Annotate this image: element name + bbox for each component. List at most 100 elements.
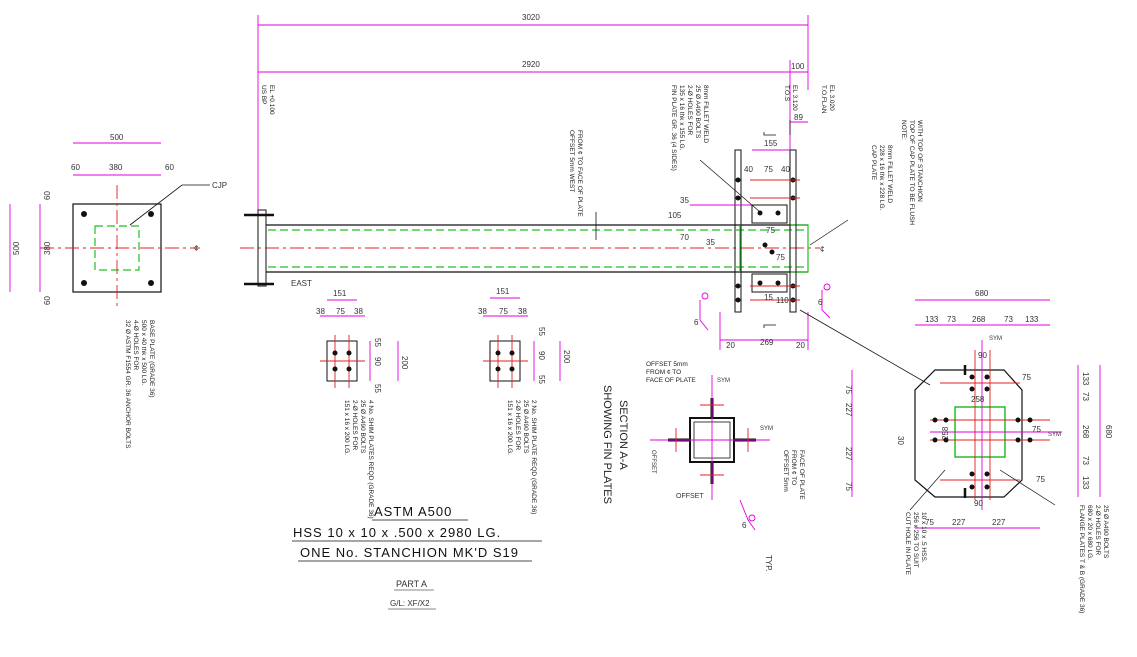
svg-text:8mm FILLET WELD: 8mm FILLET WELD — [886, 145, 893, 203]
dim-73-d: 73 — [1081, 456, 1090, 465]
dim-70: 70 — [680, 233, 689, 242]
offset-left: OFFSET — [650, 450, 656, 474]
svg-text:4-Ø HOLES FOR: 4-Ø HOLES FOR — [132, 320, 139, 371]
svg-text:FACE OF PLATE: FACE OF PLATE — [798, 450, 805, 500]
sym-right: SYM — [760, 426, 773, 432]
dim-90-d: 90 — [974, 499, 983, 508]
cl-mark-stanchion: ¢ — [820, 245, 824, 254]
svg-text:TOP OF CAP PLATE TO BE FLUSH: TOP OF CAP PLATE TO BE FLUSH — [908, 120, 915, 225]
dim-75-k: 75 — [1036, 475, 1045, 484]
dim-55-a: 55 — [373, 338, 382, 347]
cut-hole-note: CUT HOLE IN PLATE 256 x 256 TO SUIT 10 x… — [904, 512, 927, 576]
dim-55-c: 55 — [537, 327, 546, 336]
dim-38-c: 38 — [478, 307, 487, 316]
east-label: EAST — [291, 279, 312, 288]
svg-text:25 Ø A490 BOLTS: 25 Ø A490 BOLTS — [694, 85, 701, 139]
dim-30: 30 — [896, 436, 905, 445]
svg-text:2-Ø HOLES FOR: 2-Ø HOLES FOR — [1094, 505, 1101, 556]
svg-text:OFFSET 5mm: OFFSET 5mm — [782, 450, 789, 492]
dim-base-60-left: 60 — [71, 163, 80, 172]
dim-133-d: 133 — [1081, 476, 1090, 490]
svg-text:32 Ø ASTM F1554 GR. 36 ANCHOR: 32 Ø ASTM F1554 GR. 36 ANCHOR BOLTS — [124, 320, 131, 449]
anchor-bolt — [81, 280, 87, 286]
svg-text:EL 3.120: EL 3.120 — [791, 85, 798, 111]
dim-75-e: 75 — [499, 307, 508, 316]
dim-55-d: 55 — [537, 375, 546, 384]
title-line-1: ASTM A500 — [374, 504, 452, 519]
elev-right: T.O.FLAN EL 3.020 — [820, 85, 835, 114]
section-title: SECTION A-A SHOWING FIN PLATES — [601, 385, 629, 504]
dim-75-top: 75 — [764, 165, 773, 174]
svg-text:500 x 40 thk x 500 LG.: 500 x 40 thk x 500 LG. — [140, 320, 147, 386]
grid-label: G/L: XF/X2 — [390, 599, 430, 608]
svg-text:8mm FILLET WELD: 8mm FILLET WELD — [702, 85, 709, 143]
dim-35-a: 35 — [680, 196, 689, 205]
dim-38-d: 38 — [518, 307, 527, 316]
weld-6-c: 6 — [742, 521, 747, 530]
dim-90-c: 90 — [978, 351, 987, 360]
base-plate-note: BASE PLATE (GRADE 36) 500 x 40 thk x 500… — [124, 320, 155, 449]
shim-note-1: 151 x 16 x 200 LG. 2-Ø HOLES FOR 25 Ø A4… — [343, 400, 374, 519]
dim-110: 110 — [776, 296, 789, 305]
dim-155: 155 — [764, 139, 778, 148]
svg-text:25 Ø A490 BOLTS: 25 Ø A490 BOLTS — [359, 400, 366, 454]
svg-text:OFFSET 5mm WEST: OFFSET 5mm WEST — [568, 130, 575, 192]
anchor-bolt — [81, 211, 87, 217]
dim-base-380: 380 — [109, 163, 123, 172]
svg-text:25 Ø A490 BOLTS: 25 Ø A490 BOLTS — [1102, 505, 1109, 559]
dim-55-b: 55 — [373, 384, 382, 393]
svg-text:135 x 16 thk x 155 LG.: 135 x 16 thk x 155 LG. — [678, 85, 685, 151]
dim-90-b: 90 — [537, 351, 546, 360]
svg-text:FACE OF PLATE: FACE OF PLATE — [646, 377, 696, 384]
flange-plate-outline — [914, 369, 1023, 498]
svg-text:2-Ø HOLES FOR: 2-Ø HOLES FOR — [686, 85, 693, 136]
svg-text:NOTE:: NOTE: — [900, 120, 907, 140]
dim-89: 89 — [794, 113, 803, 122]
dim-258-a: 258 — [971, 395, 985, 404]
svg-text:2-Ø HOLES FOR: 2-Ø HOLES FOR — [514, 400, 521, 451]
svg-text:CUT HOLE IN PLATE: CUT HOLE IN PLATE — [904, 512, 911, 576]
dim-151-b: 151 — [496, 287, 510, 296]
flange-plate-note: FLANGE PLATES T & B (GRADE 36) 680 x 20 … — [1078, 505, 1109, 613]
part-label: PART A — [396, 579, 427, 589]
dim-227-d: 227 — [992, 518, 1006, 527]
dim-133-c: 133 — [1081, 372, 1090, 386]
dim-75-g: 75 — [1032, 425, 1041, 434]
shim-plate-1: 151 38 75 38 55 90 200 55 151 x 16 x 200… — [316, 289, 409, 519]
svg-text:4 No. SHIM PLATES REQD (GRADE: 4 No. SHIM PLATES REQD (GRADE 36) — [367, 400, 374, 519]
dim-3020: 3020 — [522, 13, 540, 22]
overall-dims: 3020 2920 100 US BP EL +0.100 T.O.S EL 3… — [257, 13, 835, 215]
svg-text:EL +0.100: EL +0.100 — [268, 85, 275, 115]
dim-75-mid: 75 — [766, 226, 775, 235]
dim-75-f: 75 — [1022, 373, 1031, 382]
elev-left: US BP EL +0.100 — [260, 85, 275, 115]
offset-bottom: OFFSET — [676, 493, 704, 500]
dim-100: 100 — [791, 62, 805, 71]
svg-text:WITH TOP OF STANCHION: WITH TOP OF STANCHION — [916, 120, 923, 202]
svg-text:EL 3.020: EL 3.020 — [828, 85, 835, 111]
dim-base-60-right: 60 — [165, 163, 174, 172]
svg-text:228 x 16 thk x 228 LG.: 228 x 16 thk x 228 LG. — [878, 145, 885, 211]
dim-base-500: 500 — [110, 133, 124, 142]
dim-20-right: 20 — [796, 341, 805, 350]
svg-text:2-Ø HOLES FOR: 2-Ø HOLES FOR — [351, 400, 358, 451]
dim-90-a: 90 — [373, 357, 382, 366]
dim-200-b: 200 — [562, 350, 571, 364]
flange-plate-view: 680 133 73 268 73 133 90 SYM 75 258 258 … — [844, 289, 1113, 613]
svg-text:T.O.FLAN: T.O.FLAN — [820, 85, 827, 114]
offset-west-note: OFFSET 5mm WEST FROM ¢ TO FACE OF PLATE — [568, 130, 583, 217]
base-plate-view: 500 60 380 60 500 380 60 60 CJP BASE PLA… — [9, 133, 227, 449]
sym-top: SYM — [717, 378, 730, 384]
flange-sym-right: SYM — [1048, 432, 1061, 438]
svg-text:2 No. SHIM PLATE REQD (GRADE 3: 2 No. SHIM PLATE REQD (GRADE 36) — [530, 400, 537, 514]
dim-268-b: 268 — [1081, 425, 1090, 439]
dim-40-top-b: 40 — [781, 165, 790, 174]
svg-text:680 x 20 x 680 LG.: 680 x 20 x 680 LG. — [1086, 505, 1093, 560]
dim-38-b: 38 — [354, 307, 363, 316]
dim-base-60-top: 60 — [43, 191, 52, 200]
dim-680: 680 — [975, 289, 989, 298]
svg-text:FROM ¢ TO: FROM ¢ TO — [790, 450, 797, 485]
dim-227-c: 227 — [952, 518, 966, 527]
